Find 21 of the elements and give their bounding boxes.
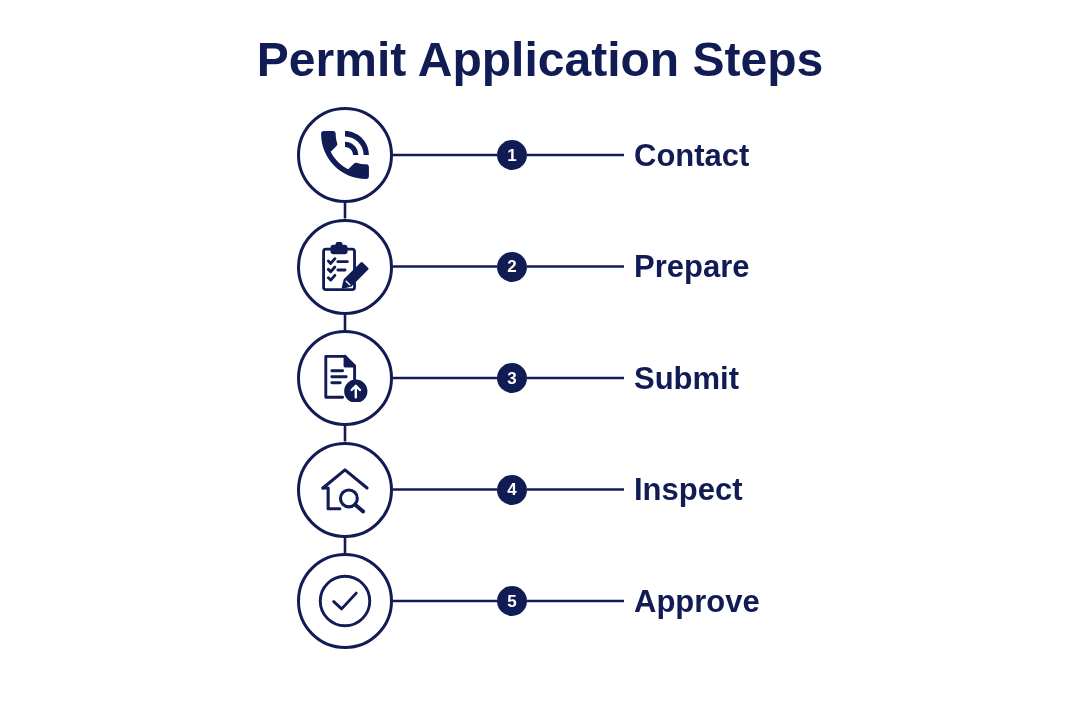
step-label: Prepare (634, 246, 750, 287)
step-number-badge: 5 (497, 586, 527, 616)
connector-line (527, 376, 624, 380)
step-label: Submit (634, 358, 740, 398)
step-label: Contact (634, 135, 750, 175)
step-number-badge: 1 (497, 140, 527, 170)
connector-line (393, 153, 497, 157)
step-number-badge: 2 (497, 251, 527, 282)
step-number-badge: 4 (497, 474, 527, 505)
connector-line (527, 599, 624, 603)
connector-line (527, 265, 624, 268)
title: Permit Application Steps (256, 32, 824, 88)
connector-line (393, 265, 497, 268)
connector-line (393, 376, 497, 380)
connector-line (527, 488, 624, 491)
step-number-badge: 3 (497, 363, 527, 393)
connector-line (527, 153, 624, 157)
connector-line (393, 599, 497, 603)
connector-line (393, 488, 497, 491)
step-label: Inspect (634, 469, 743, 510)
step-label: Approve (634, 581, 760, 621)
